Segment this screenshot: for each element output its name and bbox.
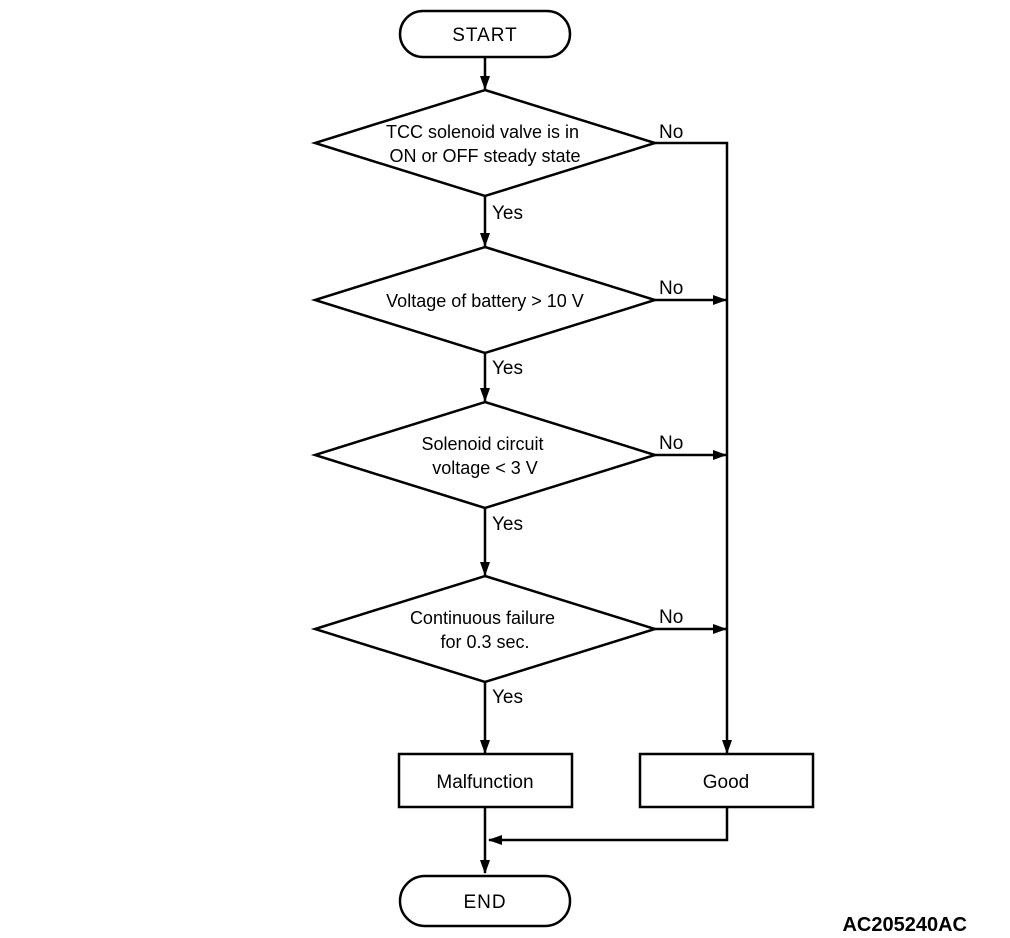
decision-1-node: TCC solenoid valve is in ON or OFF stead…	[310, 88, 683, 224]
decision-4-shape	[310, 574, 660, 684]
start-node: START	[398, 9, 572, 59]
malfunction-box-shape	[397, 752, 574, 809]
malfunction-label: Malfunction	[436, 772, 533, 793]
good-label: Good	[703, 772, 749, 793]
decision-2-node: Voltage of battery > 10 V No Yes	[310, 245, 683, 379]
decision-4-node: Continuous failure for 0.3 sec. No Yes	[310, 574, 683, 708]
decision-1-yes-label: Yes	[492, 203, 523, 224]
edge-decision-1-no-rail-to-good	[655, 141, 732, 754]
start-terminal-shape	[398, 9, 572, 59]
end-terminal-shape	[398, 874, 572, 928]
decision-2-no-label: No	[659, 278, 683, 299]
decision-3-yes-label: Yes	[492, 514, 523, 535]
decision-4-no-label: No	[659, 607, 683, 628]
decision-4-yes-label: Yes	[492, 687, 523, 708]
decision-1-no-label: No	[659, 122, 683, 143]
decision-3-node: Solenoid circuit voltage < 3 V No Yes	[310, 400, 683, 535]
decision-1-text: TCC solenoid valve is in ON or OFF stead…	[386, 122, 584, 166]
end-label: END	[463, 892, 506, 913]
decision-2-yes-label: Yes	[492, 358, 523, 379]
edge-good-to-merge	[488, 807, 729, 845]
malfunction-node: Malfunction	[397, 752, 574, 809]
decision-3-no-label: No	[659, 433, 683, 454]
figure-code: AC205240AC	[842, 914, 967, 936]
decision-2-shape	[310, 245, 660, 355]
decision-3-shape	[310, 400, 660, 510]
good-box-shape	[638, 752, 815, 809]
decision-2-text: Voltage of battery > 10 V	[386, 291, 584, 311]
good-node: Good	[638, 752, 815, 809]
end-node: END	[398, 874, 572, 928]
start-label: START	[452, 25, 518, 46]
decision-1-shape	[310, 88, 660, 198]
decision-4-text: Continuous failure for 0.3 sec.	[410, 608, 560, 652]
decision-3-text: Solenoid circuit voltage < 3 V	[421, 434, 548, 478]
